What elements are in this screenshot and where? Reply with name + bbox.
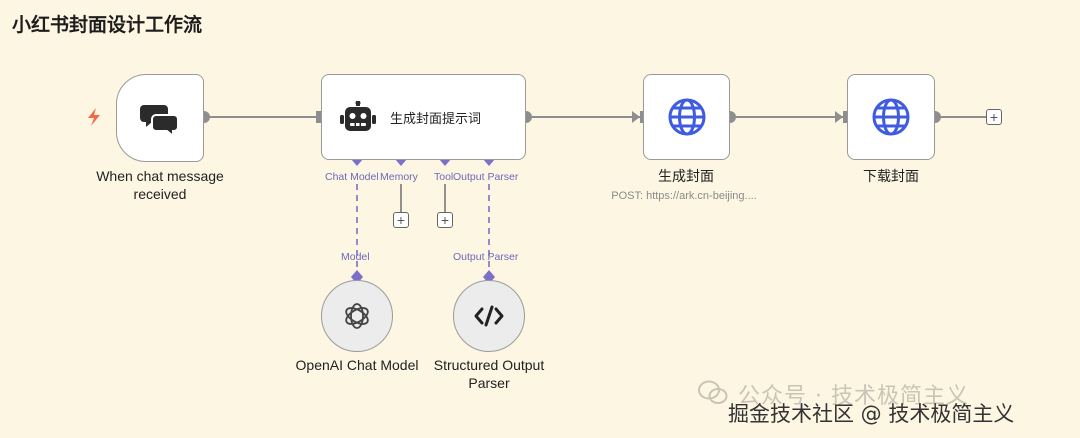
- wechat-icon: [698, 380, 728, 404]
- add-memory-button[interactable]: +: [393, 212, 409, 228]
- openai-icon: [345, 303, 369, 329]
- agent-node[interactable]: [321, 74, 526, 160]
- parser-port-label: Output Parser: [453, 251, 519, 263]
- agent-label: 生成封面提示词: [390, 112, 482, 127]
- code-icon: [474, 305, 504, 327]
- watermark-line2: 掘金技术社区 @ 技术极简主义: [728, 402, 1015, 426]
- openai-port-label: Model: [341, 251, 370, 263]
- parser-caption: Structured Output Parser: [433, 357, 545, 391]
- port-label-memory: Memory: [380, 171, 418, 183]
- openai-chat-model-node[interactable]: [321, 280, 393, 352]
- page-title: 小红书封面设计工作流: [12, 14, 203, 36]
- globe-icon: [872, 98, 910, 136]
- lightning-icon: [88, 108, 100, 126]
- robot-icon: [340, 101, 376, 131]
- port-label-chat-model: Chat Model: [325, 171, 379, 183]
- http2-caption: 下载封面: [863, 168, 919, 184]
- port-label-tool: Tool: [434, 171, 453, 183]
- add-tool-button[interactable]: +: [437, 212, 453, 228]
- structured-output-parser-node[interactable]: [453, 280, 525, 352]
- http-node-generate[interactable]: [643, 74, 730, 160]
- openai-caption: OpenAI Chat Model: [295, 357, 419, 373]
- trigger-node[interactable]: [116, 74, 204, 162]
- chat-bubbles-icon: [140, 105, 179, 135]
- port-label-output-parser: Output Parser: [453, 171, 519, 183]
- http-node-download[interactable]: [847, 74, 935, 160]
- trigger-caption: When chat message received: [96, 168, 224, 202]
- add-node-button[interactable]: +: [986, 109, 1002, 125]
- http1-caption: 生成封面: [658, 168, 714, 184]
- watermark-line1: 公众号 · 技术极简主义: [738, 384, 969, 409]
- http1-subtitle: POST: https://ark.cn-beijing....: [611, 190, 757, 202]
- globe-icon: [668, 98, 705, 136]
